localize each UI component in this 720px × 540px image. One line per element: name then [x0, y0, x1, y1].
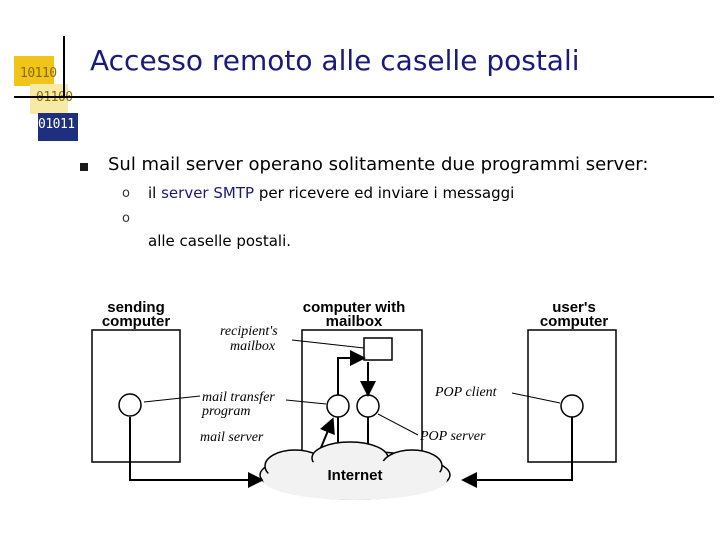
pop-client-circle — [560, 394, 584, 418]
mailbox-computer-label-1: computer with — [303, 299, 406, 316]
mailbox-icon — [363, 337, 393, 361]
logo-square-gold — [14, 56, 54, 86]
logo-bits-3: 01011 — [38, 117, 75, 132]
mail-server-label: mail server — [200, 430, 264, 445]
mailbox-computer-label-2: mailbox — [326, 313, 383, 330]
sender-mta-circle — [118, 393, 142, 417]
main-bullet-text: Sul mail server operano solitamente due … — [108, 154, 649, 175]
sub-bullet-marker-1: o — [122, 186, 130, 201]
pop-server-label: POP server — [419, 429, 486, 444]
sending-computer-label-1: sending — [107, 299, 165, 316]
sub-bullet-text-1: il server SMTP per ricevere ed inviare i… — [148, 184, 515, 202]
internet-label: Internet — [327, 467, 382, 484]
logo-square-blue — [38, 113, 78, 141]
slide-title: Accesso remoto alle caselle postali — [90, 44, 580, 77]
pop-client-label: POP client — [434, 385, 498, 400]
main-bullet-icon — [80, 163, 88, 171]
sub-bullet-text-2: alle caselle postali. — [148, 232, 292, 250]
pop-architecture-diagram: sending computer computer with mailbox u… — [91, 299, 617, 500]
smtp-server-circle — [326, 394, 350, 418]
header-horizontal-rule — [14, 96, 714, 98]
sub-bullet-marker-2: o — [122, 211, 130, 226]
header-vertical-rule — [63, 36, 65, 96]
user-computer-label-2: computer — [540, 313, 609, 330]
mail-transfer-program-label-1: mail transfer — [202, 390, 275, 405]
mail-transfer-program-label-2: program — [201, 404, 251, 419]
user-computer-label-1: user's — [552, 299, 596, 316]
pop-server-circle — [356, 394, 380, 418]
smtp-keyword: server SMTP — [161, 184, 255, 202]
sending-computer-label-2: computer — [102, 313, 171, 330]
recipient-mailbox-label-2: mailbox — [230, 339, 276, 354]
logo-square-pale — [30, 84, 68, 114]
internet-cloud — [259, 441, 451, 500]
recipient-mailbox-label-1: recipient's — [220, 324, 278, 339]
logo-bits-1: 10110 — [20, 66, 57, 81]
